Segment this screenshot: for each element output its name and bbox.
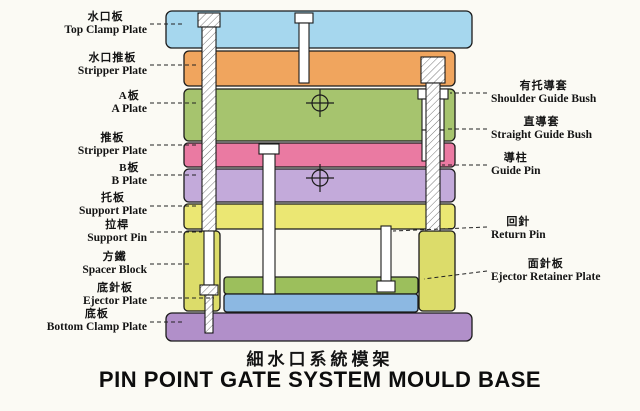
support-pin-shaft-shape (201, 26, 217, 232)
support-plate-shape (183, 203, 456, 230)
support-pin-head-shape (197, 12, 221, 28)
upper-stripper-plate-shape (183, 50, 456, 87)
label-cn: 水口板 (87, 11, 124, 23)
support-pin-lower-shape (203, 230, 215, 286)
spacer-block-right-shape (418, 230, 456, 312)
label-cn: 推板 (100, 132, 125, 144)
label-cn: 導柱 (503, 152, 528, 164)
return-pin-head-shape (376, 280, 396, 293)
guide-pin-shaft-shape (425, 82, 441, 232)
label-en: Ejector Retainer Plate (491, 270, 601, 283)
label-lower-stripper-plate: 推板 Stripper Plate (78, 132, 147, 159)
center-pin-head-shape (258, 143, 280, 155)
label-ejector-plate: 底針板 Ejector Plate (83, 282, 147, 309)
guide-pin-head-shape (420, 56, 446, 84)
label-en: Shoulder Guide Bush (491, 92, 597, 105)
leader-lines (150, 23, 488, 323)
label-support-plate: 托板 Support Plate (79, 192, 147, 219)
label-cn: 底針板 (97, 282, 134, 294)
bottom-clamp-plate-shape (165, 312, 473, 342)
center-pin-shaft-shape (262, 153, 276, 295)
label-cn: 底板 (84, 308, 109, 320)
leader-line (392, 226, 488, 232)
label-b-plate: B板 B Plate (112, 162, 147, 189)
label-cn: 直導套 (523, 116, 560, 128)
label-en: Bottom Clamp Plate (46, 320, 147, 333)
label-cn: 方鐵 (102, 251, 127, 263)
label-top-clamp-plate: 水口板 Top Clamp Plate (64, 11, 147, 38)
label-en: Spacer Block (82, 263, 147, 276)
label-straight-guide-bush: 直導套 Straight Guide Bush (491, 116, 592, 143)
label-en: Return Pin (491, 228, 546, 241)
label-cn: 水口推板 (88, 52, 137, 64)
label-spacer-block: 方鐵 Spacer Block (82, 251, 147, 278)
label-en: B Plate (111, 174, 147, 187)
label-en: Top Clamp Plate (64, 23, 147, 36)
ejector-bolt-shaft-shape (204, 294, 214, 334)
diagram-title-english: PIN POINT GATE SYSTEM MOULD BASE (98, 367, 542, 392)
leader-line (423, 270, 488, 280)
label-ejector-retainer-plate: 面針板 Ejector Retainer Plate (491, 258, 600, 285)
sprue-bolt-shaft-shape (298, 22, 310, 84)
center-marks (306, 89, 334, 192)
pins-and-bushes (197, 12, 449, 334)
label-a-plate: A板 A Plate (112, 90, 147, 117)
label-cn: 面針板 (527, 258, 564, 270)
label-en: Stripper Plate (77, 144, 147, 157)
label-en: Support Plate (78, 204, 147, 217)
label-upper-stripper-plate: 水口推板 Stripper Plate (78, 52, 147, 79)
label-shoulder-guide-bush: 有托導套 Shoulder Guide Bush (491, 80, 596, 107)
label-cn: 拉桿 (105, 219, 130, 231)
label-cn: 回針 (506, 216, 531, 228)
lower-stripper-plate-shape (183, 142, 456, 168)
label-cn: B板 (119, 162, 140, 174)
label-support-pin: 拉桿 Support Pin (87, 219, 147, 246)
label-cn: A板 (118, 90, 140, 102)
label-en: Support Pin (87, 231, 147, 244)
ejector-bolt-head-shape (199, 284, 219, 296)
ejector-plate-shape (223, 293, 419, 313)
sprue-bolt-head-shape (294, 12, 314, 24)
label-bottom-clamp-plate: 底板 Bottom Clamp Plate (47, 308, 147, 335)
label-en: Straight Guide Bush (491, 128, 592, 141)
top-clamp-plate-shape (165, 10, 473, 49)
label-cn: 托板 (100, 192, 125, 204)
label-en: Stripper Plate (77, 64, 147, 77)
label-en: A Plate (111, 102, 147, 115)
label-en: Guide Pin (491, 164, 541, 177)
label-guide-pin: 導柱 Guide Pin (491, 152, 541, 179)
return-pin-shaft-shape (380, 225, 392, 282)
spacer-block-left-shape (183, 230, 221, 312)
diagram-title-chinese: 細水口系統模架 (246, 350, 394, 369)
label-en: Ejector Plate (83, 294, 147, 307)
label-return-pin: 回針 Return Pin (491, 216, 546, 243)
label-cn: 有托導套 (519, 80, 568, 92)
